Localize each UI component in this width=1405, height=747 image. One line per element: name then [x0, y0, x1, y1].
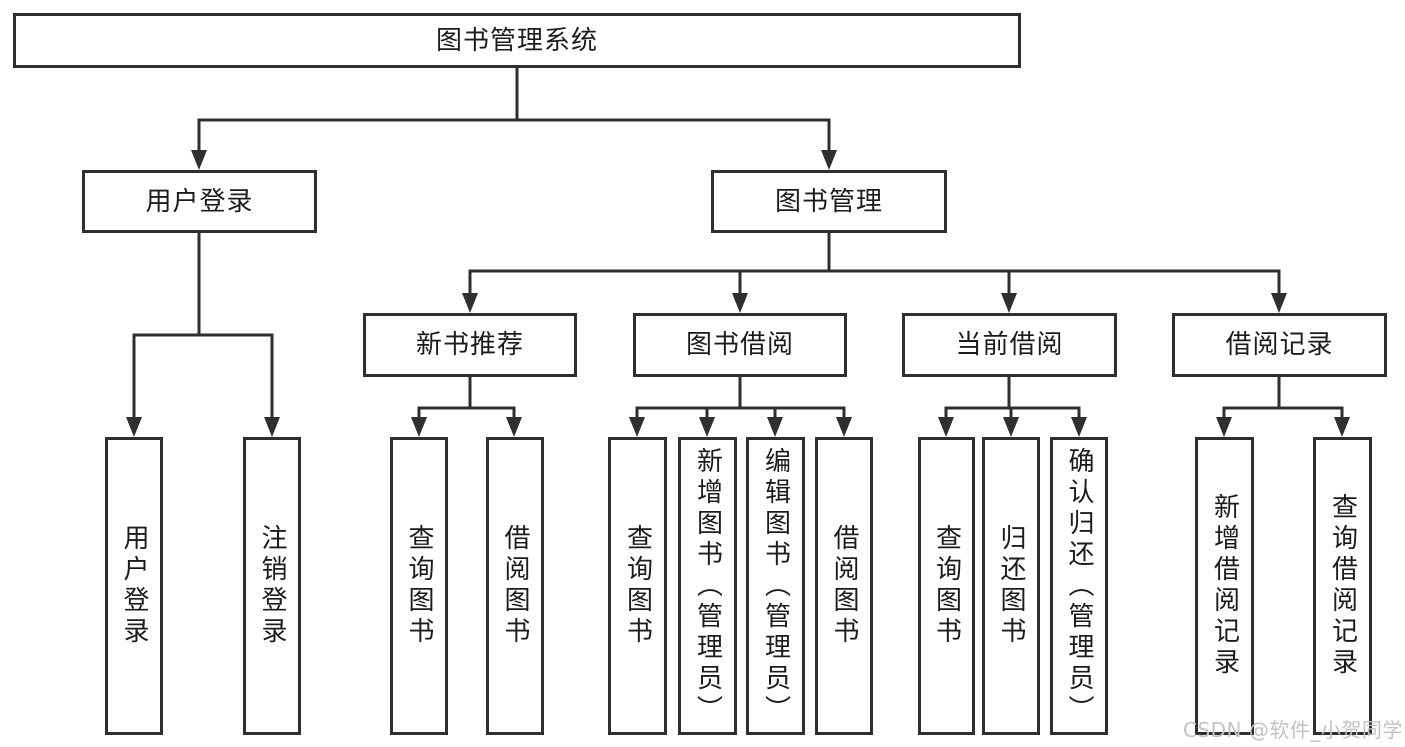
node-leaf-borrow-books-1: 借阅图书 — [486, 437, 544, 735]
arrowhead — [767, 417, 783, 437]
arrowhead — [1003, 417, 1019, 437]
csdn-watermark: CSDN @软件_小贺同学 — [1183, 718, 1403, 742]
arrowhead — [732, 293, 748, 313]
node-label: 借阅图书 — [500, 524, 530, 648]
node-leaf-logout: 注销登录 — [243, 437, 301, 735]
node-label: 编辑图书（管理员） — [760, 446, 791, 726]
arrowhead — [126, 417, 142, 437]
arrowhead — [1271, 293, 1287, 313]
arrowhead — [629, 417, 645, 437]
node-label: 归还图书 — [996, 524, 1026, 648]
arrowhead — [938, 417, 954, 437]
connector-root-branch — [191, 68, 837, 170]
node-label: 查询图书 — [404, 524, 434, 648]
node-label: 用户登录 — [145, 186, 254, 217]
node-user-login: 用户登录 — [82, 170, 317, 233]
node-new-book-recommend: 新书推荐 — [363, 313, 577, 377]
node-book-management: 图书管理 — [711, 170, 947, 233]
arrowhead — [1334, 417, 1350, 437]
connector-current-borrow-branch — [938, 377, 1087, 437]
node-label: 新增图书（管理员） — [692, 446, 723, 726]
node-leaf-edit-books-admin: 编辑图书（管理员） — [746, 437, 805, 735]
node-leaf-borrow-books-2: 借阅图书 — [815, 437, 873, 735]
node-leaf-add-books-admin: 新增图书（管理员） — [678, 437, 737, 735]
node-label: 查询借阅记录 — [1327, 493, 1358, 679]
node-leaf-return-books: 归还图书 — [982, 437, 1040, 735]
connector-borrow-records-branch — [1216, 377, 1350, 437]
node-book-borrow: 图书借阅 — [633, 313, 847, 377]
node-label: 新增借阅记录 — [1209, 493, 1240, 679]
arrowhead — [836, 417, 852, 437]
connector-book-borrow-branch — [629, 377, 852, 437]
node-leaf-confirm-return-admin: 确认归还（管理员） — [1050, 437, 1108, 735]
node-label: 确认归还（管理员） — [1064, 446, 1094, 726]
arrowhead — [191, 150, 207, 170]
connector-user-login-branch — [126, 233, 280, 437]
node-label: 借阅记录 — [1225, 330, 1334, 360]
arrowhead — [462, 293, 478, 313]
node-label: 新书推荐 — [415, 330, 524, 360]
node-leaf-query-borrow-record: 查询借阅记录 — [1313, 437, 1372, 735]
node-label: 查询图书 — [931, 524, 962, 648]
node-leaf-query-books-1: 查询图书 — [390, 437, 448, 735]
node-leaf-query-books-3: 查询图书 — [918, 437, 975, 735]
arrowhead — [1216, 417, 1232, 437]
node-label: 查询图书 — [622, 524, 653, 648]
arrowhead — [821, 150, 837, 170]
arrowhead — [411, 417, 427, 437]
connector-new-book-branch — [411, 377, 522, 437]
arrowhead — [506, 417, 522, 437]
node-library-management-system: 图书管理系统 — [13, 13, 1021, 68]
node-current-borrow: 当前借阅 — [902, 313, 1117, 377]
arrowhead — [1071, 417, 1087, 437]
arrowhead — [1001, 293, 1017, 313]
node-leaf-query-books-2: 查询图书 — [608, 437, 667, 735]
arrowhead — [699, 417, 715, 437]
node-label: 当前借阅 — [955, 330, 1064, 360]
node-label: 注销登录 — [257, 524, 287, 648]
connector-book-management-branch — [462, 233, 1287, 313]
node-leaf-add-borrow-record: 新增借阅记录 — [1195, 437, 1254, 735]
node-label: 图书借阅 — [685, 330, 794, 360]
node-label: 图书管理 — [774, 186, 883, 217]
node-label: 用户登录 — [119, 524, 149, 648]
node-borrow-records: 借阅记录 — [1172, 313, 1387, 377]
arrowhead — [264, 417, 280, 437]
node-leaf-user-login: 用户登录 — [105, 437, 163, 735]
node-label: 借阅图书 — [829, 524, 859, 648]
node-label: 图书管理系统 — [435, 25, 598, 56]
